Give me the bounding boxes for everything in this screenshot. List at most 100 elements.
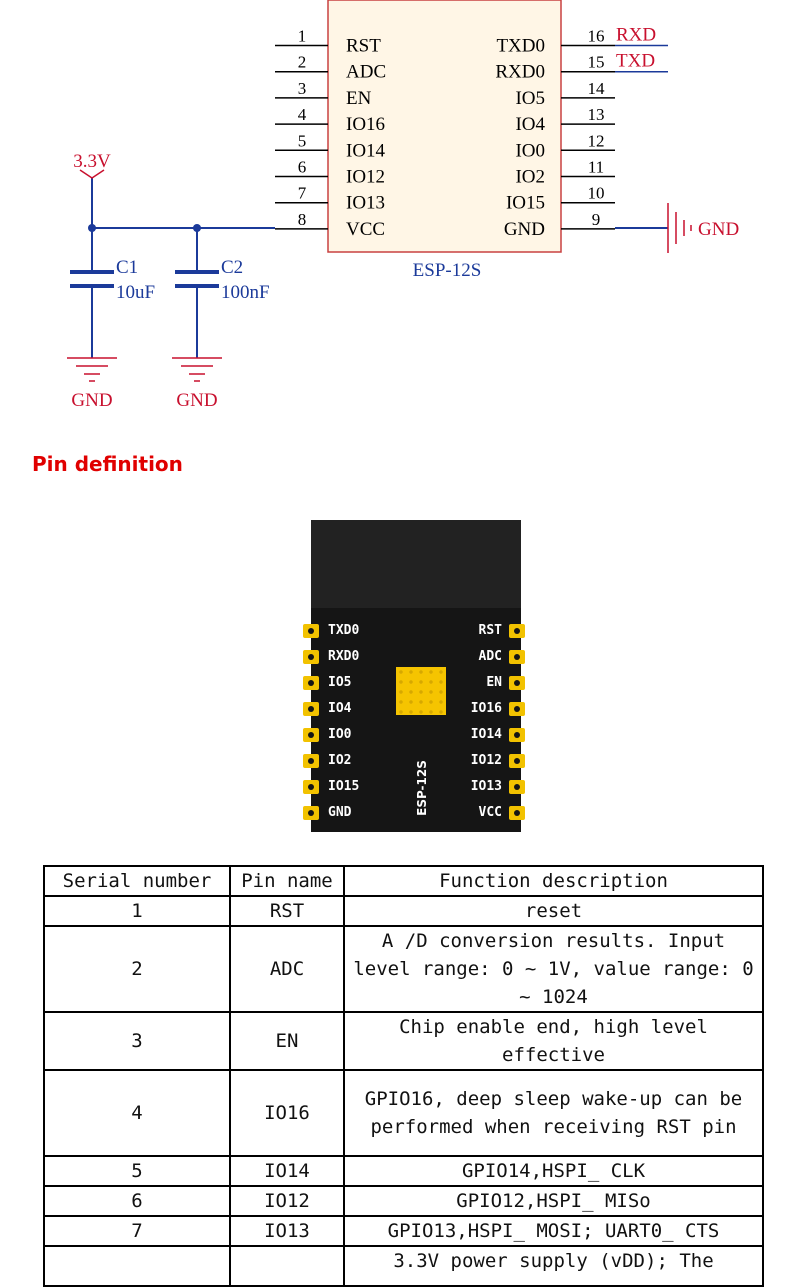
pin-number: 6 (298, 158, 307, 177)
c2-name: C2 (221, 257, 243, 278)
module-pad (509, 780, 525, 794)
module-pin-label-right: IO16 (470, 701, 502, 716)
cell-function: GPIO12,HSPI_ MISo (343, 1185, 764, 1217)
pin-name: IO16 (346, 114, 385, 135)
module-pin-label-right: IO14 (470, 727, 502, 742)
pin-number: 9 (592, 210, 601, 229)
module-pin-label-left: IO15 (328, 779, 360, 794)
cell-function: reset (343, 895, 764, 927)
pin-name: GND (504, 219, 545, 240)
module-pin-label-left: IO0 (328, 727, 352, 742)
module-pin-label-left: GND (328, 805, 352, 820)
pin-name: IO0 (515, 140, 545, 161)
module-pin-label-left: IO2 (328, 753, 352, 768)
cell-serial: 7 (43, 1215, 231, 1247)
pin-number: 15 (588, 53, 605, 72)
cell-pin (229, 1245, 345, 1287)
pin-number: 5 (298, 131, 307, 150)
cell-function: GPIO14,HSPI_ CLK (343, 1155, 764, 1187)
module-pad (509, 702, 525, 716)
module-pad (509, 806, 525, 820)
module-name: ESP-12S (415, 760, 429, 816)
pin-table: Serial number Pin name Function descript… (43, 865, 764, 1287)
pin-name: EN (346, 88, 372, 109)
cell-pin: IO14 (229, 1155, 345, 1187)
pin-name: IO14 (346, 140, 386, 161)
cell-pin: EN (229, 1011, 345, 1071)
module-board: ESP-12S (311, 520, 521, 832)
header-serial: Serial number (43, 865, 231, 897)
module-pad (303, 650, 319, 664)
module-pin-label-left: RXD0 (328, 649, 360, 664)
pin-number: 16 (588, 27, 605, 46)
pin-name: IO13 (346, 193, 385, 214)
table-header-row: Serial number Pin name Function descript… (43, 865, 764, 897)
power-label: 3.3V (73, 151, 111, 172)
cell-pin: IO16 (229, 1069, 345, 1157)
module-pin-label-left: IO5 (328, 675, 352, 690)
pin-name: RST (346, 36, 381, 57)
cell-pin: IO13 (229, 1215, 345, 1247)
pin-number: 11 (588, 158, 604, 177)
cell-pin: ADC (229, 925, 345, 1013)
pin-number: 8 (298, 210, 307, 229)
module-pad (303, 754, 319, 768)
module-pad (509, 676, 525, 690)
cell-pin: RST (229, 895, 345, 927)
chip-name: ESP-12S (413, 260, 482, 281)
thermal-pad (396, 667, 446, 715)
module-pad (509, 728, 525, 742)
pin-name: ADC (346, 62, 386, 83)
pin-name: IO15 (506, 193, 545, 214)
module-pin-label-right: RST (478, 623, 502, 638)
section-title: Pin definition (32, 452, 183, 476)
module-pad (509, 650, 525, 664)
module-pin-label-left: TXD0 (328, 623, 360, 638)
module-pin-label-right: IO13 (470, 779, 502, 794)
pin-number: 7 (298, 184, 307, 203)
module-pad (303, 702, 319, 716)
pin-number: 4 (298, 105, 307, 124)
pin-name: IO5 (515, 88, 545, 109)
gnd-label-c1: GND (71, 390, 112, 411)
pin-number: 10 (588, 184, 605, 203)
chip-body (327, 0, 562, 253)
c2-value: 100nF (221, 282, 270, 303)
pin-number: 3 (298, 79, 307, 98)
pin-number: 13 (588, 105, 605, 124)
gnd-label-c2: GND (176, 390, 217, 411)
module-pad (303, 676, 319, 690)
c1-name: C1 (116, 257, 138, 278)
cell-function: A /D conversion results. Input level ran… (343, 925, 764, 1013)
net-label: TXD (616, 51, 655, 72)
cell-function: GPIO16, deep sleep wake-up can be perfor… (343, 1069, 764, 1157)
pin-number: 1 (298, 27, 307, 46)
cell-serial: 4 (43, 1069, 231, 1157)
header-function: Function description (343, 865, 764, 897)
pin-name: IO12 (346, 167, 385, 188)
cell-serial: 3 (43, 1011, 231, 1071)
pin-name: VCC (346, 219, 385, 240)
module-pin-label-right: ADC (478, 649, 502, 664)
power-symbol (79, 169, 105, 179)
module-pad (303, 806, 319, 820)
cell-serial: 2 (43, 925, 231, 1013)
cell-function: Chip enable end, high level effective (343, 1011, 764, 1071)
net-label: RXD (616, 25, 656, 46)
module-pad (303, 780, 319, 794)
ground-symbol (667, 203, 692, 253)
right-pin-group: 16TXD0RXD15RXD0TXD14IO513IO412IO011IO210… (495, 25, 668, 240)
module-pin-label-right: IO12 (470, 753, 502, 768)
ground-symbol (172, 357, 222, 382)
module-pad (509, 624, 525, 638)
module-pad (303, 728, 319, 742)
module-pin-label-right: EN (486, 675, 502, 690)
